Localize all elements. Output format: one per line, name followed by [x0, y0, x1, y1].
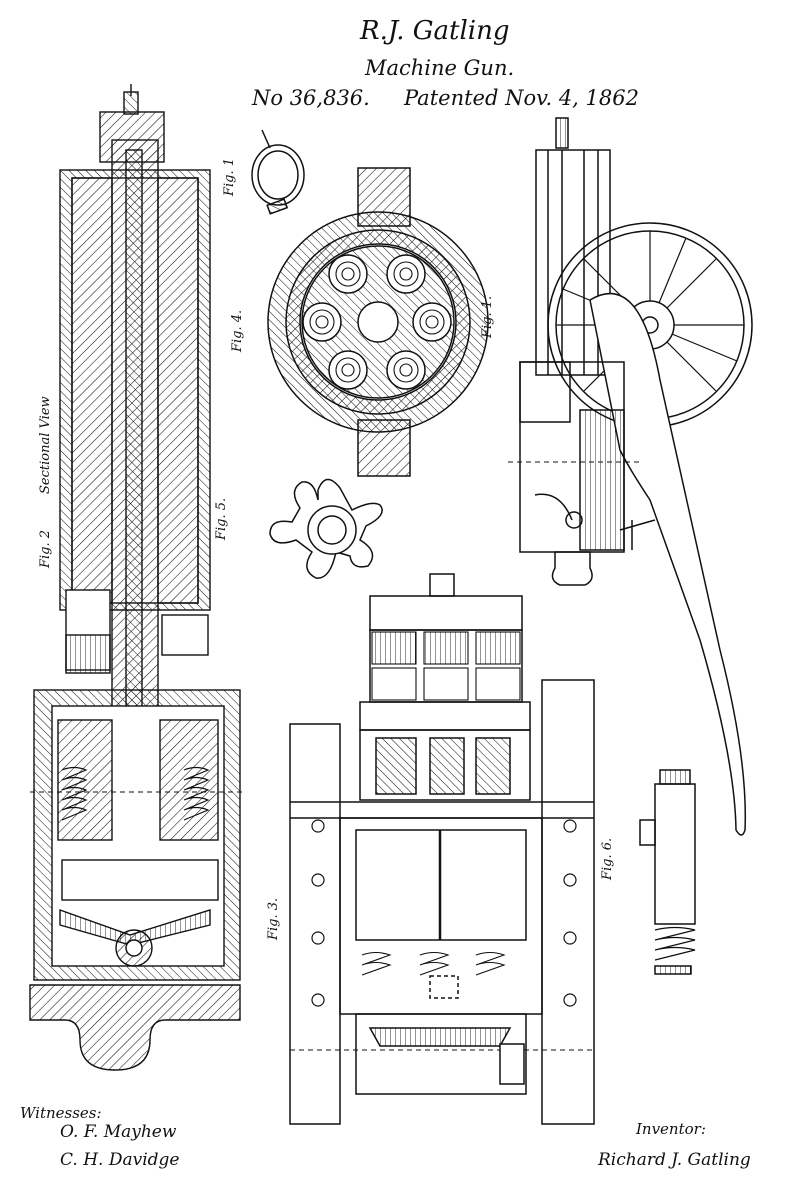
fig1-small-label: Fig. 1: [222, 157, 237, 196]
fig2-sectional-view: [29, 84, 246, 1071]
header-inventor-name: R.J. Gatling: [360, 16, 510, 46]
fig1-label: Fig. 1.: [480, 295, 495, 338]
fig6-lock-part: [639, 769, 696, 975]
inventor-label: Inventor:: [636, 1120, 706, 1138]
header-title: Machine Gun.: [365, 56, 515, 80]
fig3-plan-view: [289, 573, 595, 1125]
fig6-label: Fig. 6.: [600, 837, 615, 880]
fig5-star-wheel: [269, 478, 383, 579]
fig2-label: Fig. 2: [38, 529, 53, 568]
witnesses-label: Witnesses:: [20, 1104, 102, 1122]
patent-date: Patented Nov. 4, 1862: [404, 86, 639, 110]
fig2-caption: Sectional View: [38, 396, 53, 494]
fig5-label: Fig. 5.: [214, 497, 229, 540]
fig4-cross-section: [267, 167, 489, 477]
fig1-ring: [251, 129, 305, 215]
patent-number: No 36,836.: [252, 86, 370, 110]
witness-2-signature: C. H. Davidge: [60, 1150, 180, 1170]
inventor-signature: Richard J. Gatling: [598, 1150, 751, 1170]
fig1-side-elevation: [508, 117, 753, 836]
fig4-label: Fig. 4.: [230, 309, 245, 352]
fig3-label: Fig. 3.: [266, 897, 281, 940]
witness-1-signature: O. F. Mayhew: [60, 1122, 177, 1142]
